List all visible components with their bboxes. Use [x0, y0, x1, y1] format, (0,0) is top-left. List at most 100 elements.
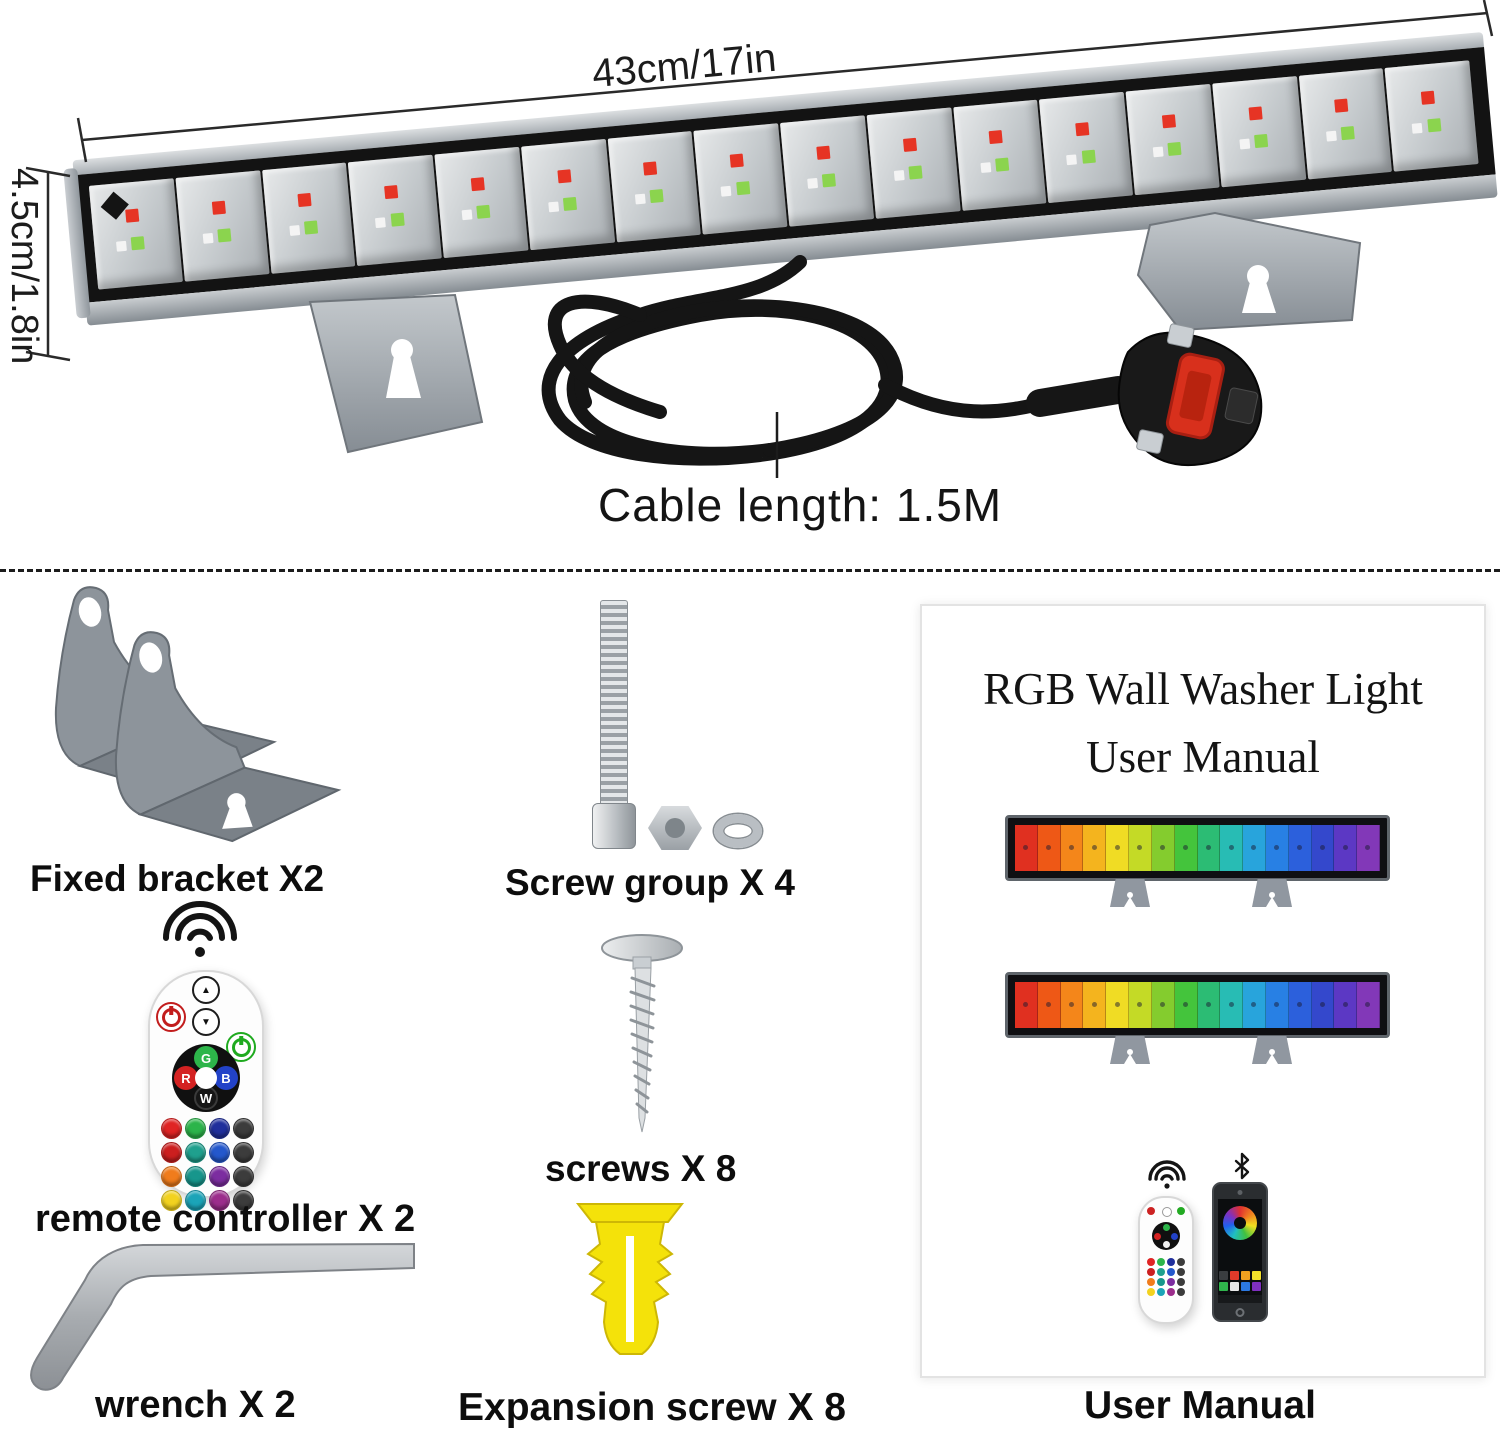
dpad-center: [195, 1067, 217, 1089]
mini-bracket: [1110, 879, 1150, 907]
app-color-square: [1252, 1271, 1261, 1280]
rainbow-segment: [1243, 982, 1266, 1028]
height-dimension-line: [25, 166, 71, 362]
remote-color-button: [1147, 1268, 1155, 1276]
remote-color-button: [161, 1166, 182, 1187]
remote-color-button: [233, 1142, 254, 1163]
expansion-screw-label: Expansion screw X 8: [458, 1386, 847, 1429]
remote-color-button: [1157, 1268, 1165, 1276]
rainbow-segment: [1129, 982, 1152, 1028]
height-dimension-label: 4.5cm/1.8in: [3, 168, 45, 365]
remote-color-button: [185, 1118, 206, 1139]
wifi-icon: [163, 901, 237, 957]
smartphone: [1212, 1182, 1268, 1322]
app-color-square: [1241, 1282, 1250, 1291]
remote-color-button: [1177, 1288, 1185, 1296]
app-color-square: [1230, 1271, 1239, 1280]
rainbow-segment: [1288, 982, 1312, 1028]
rainbow-segment: [1357, 825, 1380, 871]
rainbow-segment: [1334, 982, 1358, 1028]
white-key: W: [194, 1086, 218, 1110]
rainbow-segment: [1265, 825, 1289, 871]
rainbow-segment: [1129, 825, 1152, 871]
wrench-graphic: [30, 1242, 415, 1391]
app-color-squares: [1219, 1271, 1261, 1291]
rainbow-segment: [1060, 825, 1084, 871]
bluetooth-icon: [1234, 1152, 1250, 1180]
remote-color-button: [161, 1118, 182, 1139]
wrench-label: wrench X 2: [95, 1384, 296, 1426]
rainbow-segment: [1037, 982, 1061, 1028]
rainbow-segment: [1265, 982, 1289, 1028]
remote-color-button: [1177, 1268, 1185, 1276]
app-color-square: [1241, 1271, 1250, 1280]
phone-home-button: [1235, 1308, 1245, 1317]
remote-color-button: [1147, 1288, 1155, 1296]
remote-color-button: [233, 1166, 254, 1187]
brightness-up-button: ▲: [192, 976, 220, 1004]
remote-color-button: [233, 1190, 254, 1211]
remote-color-button: [1167, 1288, 1175, 1296]
blue-key: B: [214, 1066, 238, 1090]
photo-right-bracket: [1136, 211, 1362, 332]
rainbow-segment: [1151, 982, 1175, 1028]
manual-title-line2: User Manual: [1086, 731, 1320, 782]
rainbow-segment: [1357, 982, 1380, 1028]
rainbow-segment: [1311, 825, 1335, 871]
rainbow-segment: [1083, 825, 1107, 871]
rainbow-segment: [1106, 825, 1130, 871]
remote-controller: ▲ ▼ G R B W: [148, 970, 264, 1211]
manual-rainbow-bar-1: [1005, 815, 1390, 881]
screw-group-label: Screw group X 4: [505, 862, 795, 903]
remote-color-button: [209, 1166, 230, 1187]
manual-title-line1: RGB Wall Washer Light: [983, 664, 1423, 714]
power-off-button: [156, 1002, 186, 1032]
remote-color-button: [1157, 1258, 1165, 1266]
rainbow-segment: [1334, 825, 1358, 871]
app-color-square: [1252, 1282, 1261, 1291]
color-wheel: [1223, 1206, 1257, 1240]
cable-length-label: Cable length: 1.5M: [598, 479, 1003, 531]
mini-bracket: [1252, 879, 1292, 907]
rainbow-cells: [1015, 825, 1380, 871]
washer: [714, 814, 762, 848]
mini-bracket: [1110, 1036, 1150, 1064]
user-manual-label: User Manual: [1084, 1384, 1316, 1427]
rainbow-segment: [1243, 825, 1266, 871]
bolt-head: [592, 803, 636, 849]
rainbow-segment: [1060, 982, 1084, 1028]
fixed-bracket-label: Fixed bracket X2: [30, 858, 325, 899]
rainbow-segment: [1220, 825, 1244, 871]
remote-color-button: [209, 1142, 230, 1163]
rainbow-segment: [1151, 825, 1175, 871]
green-key: G: [194, 1046, 218, 1070]
photo-annotations: [25, 0, 1494, 478]
remote-color-button: [185, 1190, 206, 1211]
rainbow-segment: [1037, 825, 1061, 871]
rainbow-segment: [1288, 825, 1312, 871]
uk-plug: [1026, 323, 1263, 467]
bolt-shaft: [600, 600, 628, 807]
dashed-divider: [0, 569, 1500, 572]
remote-color-grid-small: [1147, 1258, 1185, 1296]
red-key: R: [174, 1066, 198, 1090]
remote-color-button: [1177, 1258, 1185, 1266]
remote-color-button: [209, 1190, 230, 1211]
rainbow-segment: [1174, 982, 1198, 1028]
rainbow-segment: [1015, 825, 1038, 871]
brightness-down-button: ▼: [192, 1008, 220, 1036]
expansion-screw-graphic: [575, 1203, 685, 1355]
remote-color-button: [1157, 1278, 1165, 1286]
rainbow-segment: [1106, 982, 1130, 1028]
rainbow-segment: [1197, 825, 1221, 871]
remote-dpad: G R B W: [172, 1044, 240, 1112]
remote-color-button: [1177, 1278, 1185, 1286]
remote-controller-small: [1138, 1196, 1194, 1324]
remote-color-button: [185, 1142, 206, 1163]
remote-color-button: [1167, 1268, 1175, 1276]
width-dimension-line: [76, 0, 1494, 163]
remote-color-button: [1167, 1278, 1175, 1286]
remote-controller-label: remote controller X 2: [35, 1198, 416, 1240]
rainbow-segment: [1311, 982, 1335, 1028]
